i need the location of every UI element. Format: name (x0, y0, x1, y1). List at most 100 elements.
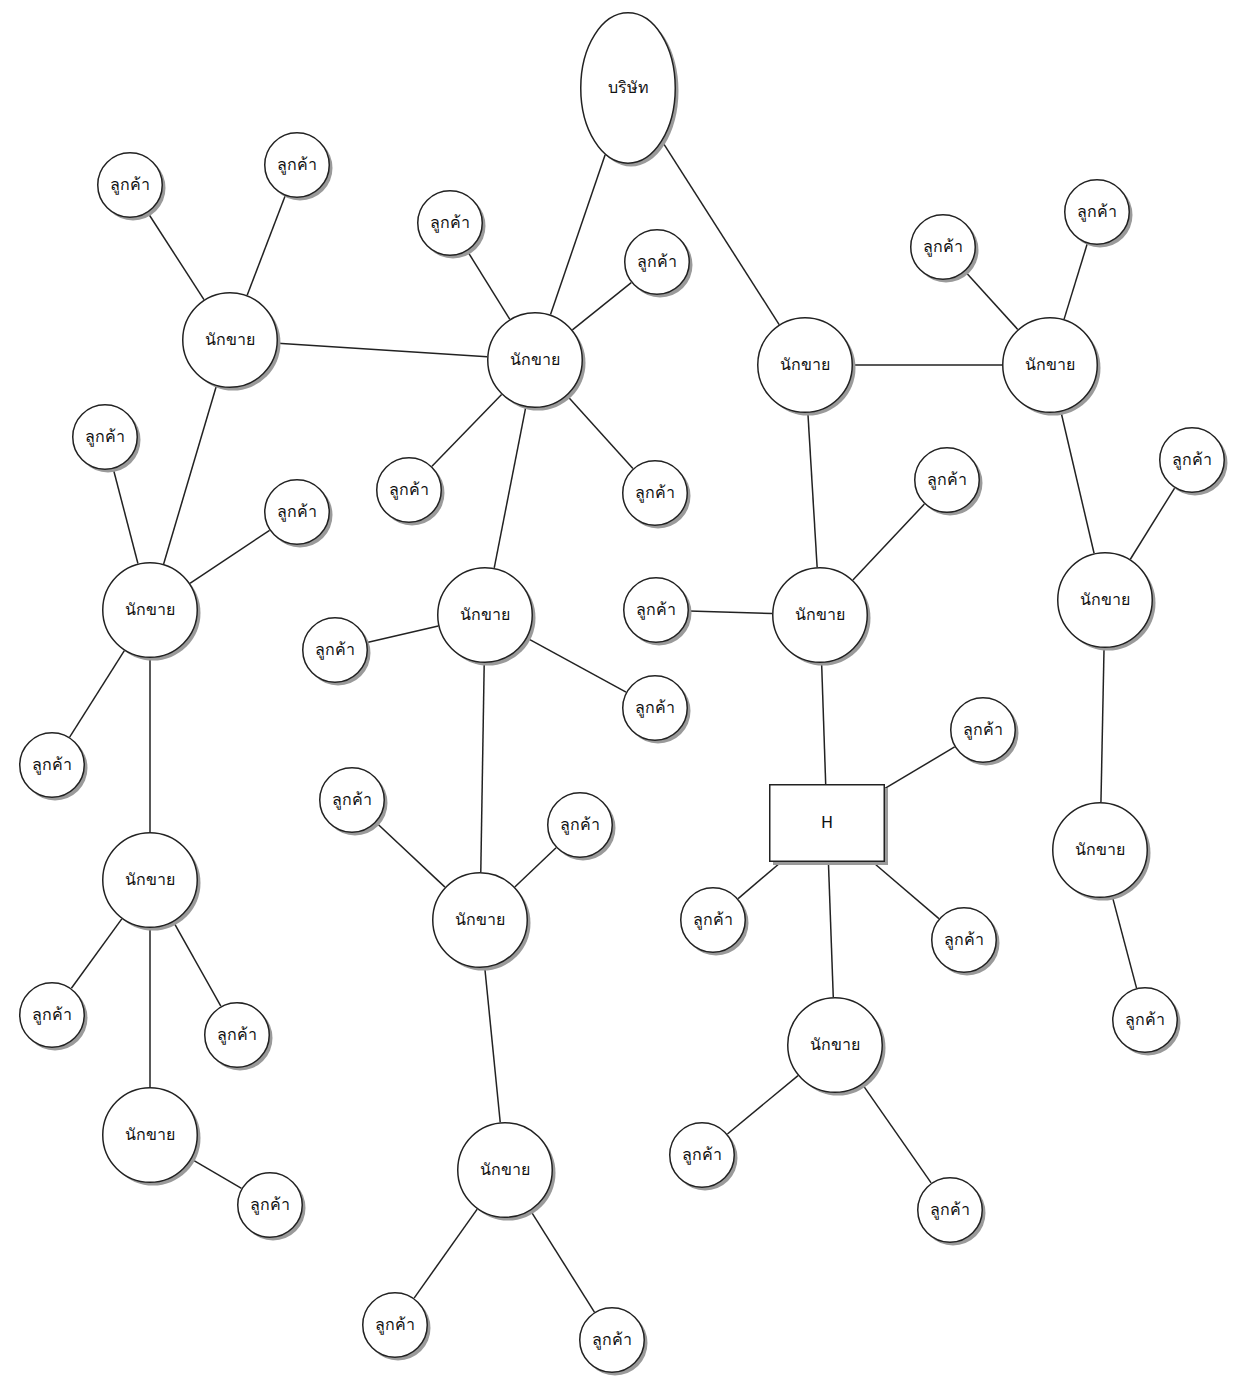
node-border (1065, 180, 1130, 245)
connector-line (822, 663, 826, 784)
node-label: นักขาย (1075, 840, 1125, 859)
person-circle: นักขาย (457, 1122, 553, 1218)
connector-line (414, 1209, 477, 1298)
connector-line (113, 469, 138, 564)
node-label: ลูกค้า (636, 600, 676, 619)
node-label: ลูกค้า (315, 640, 355, 659)
node-label: ลูกค้า (277, 155, 317, 174)
connector-line (551, 155, 606, 315)
connector-line (527, 638, 626, 692)
person-circle: ลูกค้า (950, 697, 1016, 763)
node-label: ลูกค้า (277, 502, 317, 521)
node-border (624, 578, 689, 643)
node-border (625, 230, 690, 295)
node-border (580, 1308, 645, 1373)
connector-line (149, 928, 151, 1087)
node-label: นักขาย (460, 605, 510, 624)
node-label: ลูกค้า (110, 175, 150, 194)
person-circle: นักขาย (1002, 317, 1098, 413)
node-border (581, 13, 676, 164)
node-border (1003, 318, 1098, 413)
person-circle: นักขาย (437, 567, 533, 663)
connector-line (885, 747, 955, 789)
person-circle: ลูกค้า (622, 460, 688, 526)
node-label: ลูกค้า (332, 790, 372, 809)
person-circle: นักขาย (102, 832, 198, 928)
connector-line (1130, 488, 1174, 559)
person-circle: ลูกค้า (302, 617, 368, 683)
node-border (1160, 428, 1225, 493)
node-border (183, 293, 278, 388)
node-border (911, 215, 976, 280)
node-label: ลูกค้า (375, 1315, 415, 1334)
node-border (758, 318, 853, 413)
person-circle: ลูกค้า (669, 1122, 735, 1188)
connector-line (70, 651, 125, 738)
node-border (915, 448, 980, 513)
node-label: นักขาย (1025, 355, 1075, 374)
node-border (238, 1173, 303, 1238)
connector-line (494, 407, 526, 568)
node-border (1058, 553, 1153, 648)
person-circle: ลูกค้า (547, 792, 613, 858)
connector-line (367, 626, 438, 643)
connector-line (853, 504, 925, 580)
person-circle: ลูกค้า (264, 479, 330, 545)
node-label: นักขาย (480, 1160, 530, 1179)
node-label: นักขาย (125, 870, 175, 889)
person-circle: ลูกค้า (72, 404, 138, 470)
node-label: ลูกค้า (923, 237, 963, 256)
node-label: ลูกค้า (637, 252, 677, 271)
person-circle: ลูกค้า (917, 1177, 983, 1243)
connector-line (689, 611, 772, 614)
person-circle: นักขาย (787, 997, 883, 1093)
node-label: ลูกค้า (389, 480, 429, 499)
node-label: ลูกค้า (85, 427, 125, 446)
node-label: ลูกค้า (963, 720, 1003, 739)
node-label: ลูกค้า (592, 1330, 632, 1349)
node-label: บริษัท (608, 78, 649, 97)
person-circle: ลูกค้า (1112, 987, 1178, 1053)
node-border (951, 698, 1016, 763)
connector-line (515, 848, 556, 887)
node-label: นักขาย (780, 355, 830, 374)
connector-line (853, 364, 1002, 366)
node-border (770, 785, 885, 862)
node-label: ลูกค้า (693, 910, 733, 929)
node-label: ลูกค้า (944, 930, 984, 949)
person-circle: ลูกค้า (362, 1292, 428, 1358)
connector-line (432, 394, 502, 466)
person-circle: ลูกค้า (623, 577, 689, 643)
node-border (320, 768, 385, 833)
person-circle: นักขาย (102, 562, 198, 658)
connector-line (71, 919, 121, 988)
node-border (1113, 988, 1178, 1053)
connector-line (531, 1211, 595, 1312)
node-border (1053, 803, 1148, 898)
person-circle: นักขาย (1052, 802, 1148, 898)
person-circle: นักขาย (757, 317, 853, 413)
person-circle: ลูกค้า (319, 767, 385, 833)
node-border (458, 1123, 553, 1218)
node-label: ลูกค้า (635, 698, 675, 717)
node-label: นักขาย (125, 1125, 175, 1144)
node-label: ลูกค้า (927, 470, 967, 489)
person-circle: ลูกค้า (376, 457, 442, 523)
node-label: นักขาย (795, 605, 845, 624)
person-circle: นักขาย (432, 872, 528, 968)
node-label: ลูกค้า (430, 213, 470, 232)
person-circle: นักขาย (487, 312, 583, 408)
connector-line (191, 1159, 241, 1188)
connector-line (1061, 412, 1094, 554)
node-label: นักขาย (510, 350, 560, 369)
person-circle: ลูกค้า (931, 907, 997, 973)
node-label: ลูกค้า (32, 1005, 72, 1024)
node-border (103, 563, 198, 658)
connector-line (808, 413, 817, 567)
node-border (773, 568, 868, 663)
connector-line (738, 862, 781, 899)
connector-line (727, 1076, 798, 1134)
person-circle: นักขาย (182, 292, 278, 388)
connector-line (148, 213, 204, 300)
person-circle: ลูกค้า (579, 1307, 645, 1373)
